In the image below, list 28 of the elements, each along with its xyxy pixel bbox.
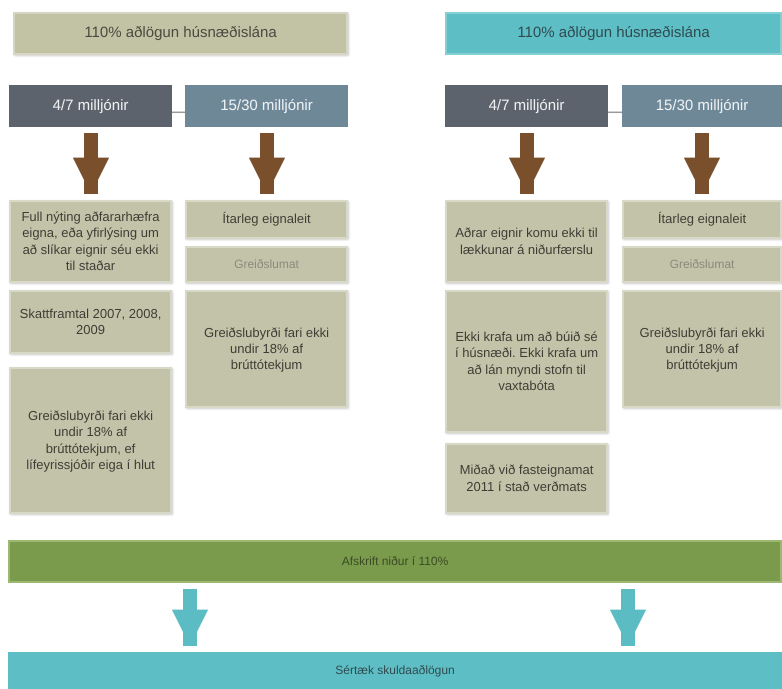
result-bar: Sértæk skuldaaðlögun [8, 652, 782, 689]
block-arrow [684, 133, 720, 194]
requirement-box: Greiðslubyrði fari ekki undir 18% af brúttótekjum [622, 290, 782, 408]
requirement-box: Greiðslubyrði fari ekki undir 18% af brúttótekjum, ef lífeyrissjóðir eiga í hlut [9, 367, 172, 514]
requirement-box: Full nýting aðfararhæfra eigna, eða yfirlýsing um að slíkar eignir séu ekki til staðar [9, 200, 172, 283]
requirement-box: Skattframtal 2007, 2008, 2009 [9, 290, 172, 354]
title-box: 110% aðlögun húsnæðislána [13, 12, 348, 55]
block-arrow [610, 589, 646, 646]
requirement-box: Aðrar eignir komu ekki til lækkunar á niðurfærslu [445, 200, 608, 283]
result-bar: Afskrift niður í 110% [8, 540, 782, 583]
block-arrow [172, 589, 208, 646]
connector-line [172, 112, 185, 114]
category-box: 4/7 milljónir [445, 85, 608, 127]
requirement-box: Ítarleg eignaleit [185, 200, 348, 239]
requirement-box: Miðað við fasteignamat 2011 í stað verðmats [445, 443, 608, 514]
category-box: 15/30 milljónir [622, 85, 782, 127]
title-box: 110% aðlögun húsnæðislána [445, 12, 782, 55]
category-box: 15/30 milljónir [185, 85, 348, 127]
category-box: 4/7 milljónir [9, 85, 172, 127]
connector-line [608, 112, 622, 114]
block-arrow [248, 133, 286, 194]
requirement-box: Greiðslumat [622, 246, 782, 283]
block-arrow [72, 133, 110, 194]
requirement-box: Ítarleg eignaleit [622, 200, 782, 239]
block-arrow [508, 133, 546, 194]
requirement-box: Ekki krafa um að búið sé í húsnæði. Ekki krafa um að lán myndi stofn til vaxtabóta [445, 290, 608, 433]
requirement-box: Greiðslumat [185, 246, 348, 283]
requirement-box: Greiðslubyrði fari ekki undir 18% af brúttótekjum [185, 290, 348, 408]
